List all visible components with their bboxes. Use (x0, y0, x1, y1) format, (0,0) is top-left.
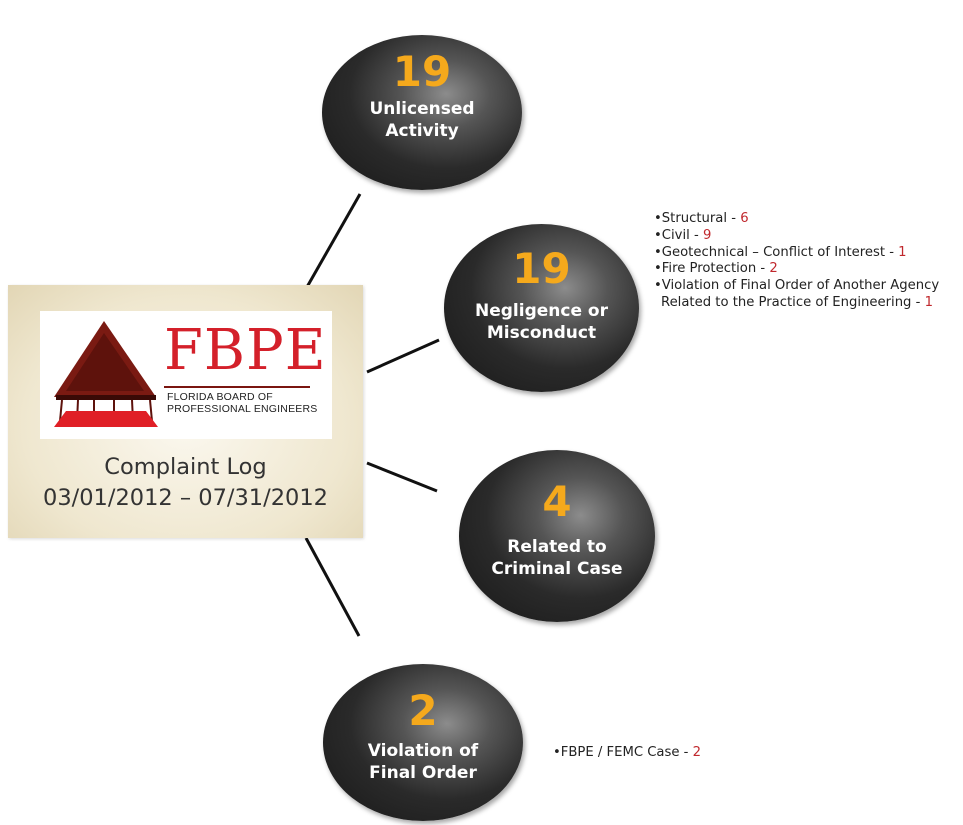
count-violation-final-order: 2 (408, 686, 438, 735)
logo-subtitle-line1: FLORIDA BOARD OF (167, 391, 273, 403)
count-negligence-misconduct: 19 (512, 244, 571, 293)
connector-unlicensed (305, 193, 362, 288)
label-unlicensed-line1: Unlicensed (369, 99, 475, 119)
list-item: •Structural - 6 (654, 211, 749, 226)
negligence-breakdown-list: •Structural - 6 •Civil - 9 •Geotechnical… (654, 211, 956, 312)
bubble-unlicensed-activity: 19 Unlicensed Activity (322, 35, 522, 190)
item-text: Geotechnical – Conflict of Interest - (661, 244, 899, 260)
logo-rule-top (164, 386, 310, 388)
bubble-negligence-misconduct: 19 Negligence or Misconduct (444, 224, 639, 392)
item-count: 6 (740, 211, 749, 226)
bubble-criminal-case: 4 Related to Criminal Case (459, 450, 655, 622)
item-text: Fire Protection - (661, 261, 770, 277)
list-item: •Violation of Final Order of Another Age… (654, 278, 940, 310)
item-count: 1 (924, 294, 933, 310)
complaint-log-box: FBPE FLORIDA BOARD OF PROFESSIONAL ENGIN… (8, 285, 363, 538)
label-negligence-line1: Negligence or (475, 301, 608, 321)
item-count: 1 (898, 244, 907, 260)
logo-wordmark: FBPE (164, 318, 327, 383)
count-unlicensed-activity: 19 (392, 47, 452, 96)
list-item: •Civil - 9 (654, 227, 712, 243)
bubble-violation-final-order: 2 Violation of Final Order (323, 664, 523, 821)
label-negligence-line2: Misconduct (486, 323, 597, 343)
label-criminal-line1: Related to (507, 537, 607, 557)
label-criminal-line2: Criminal Case (491, 559, 623, 579)
item-count: 9 (702, 227, 712, 243)
item-count: 2 (692, 745, 702, 760)
item-text: Violation of Final Order of Another Agen… (661, 278, 940, 310)
complaint-log-title: Complaint Log (104, 454, 267, 480)
list-item: •Fire Protection - 2 (654, 261, 778, 277)
list-item: •FBPE / FEMC Case - 2 (553, 745, 702, 760)
label-unlicensed-line2: Activity (385, 121, 459, 141)
complaint-log-range: 03/01/2012 – 07/31/2012 (43, 485, 328, 511)
label-final-order-line2: Final Order (369, 763, 477, 783)
connector-negligence (366, 338, 440, 374)
count-criminal-case: 4 (542, 477, 572, 526)
final-order-breakdown-list: •FBPE / FEMC Case - 2 (553, 745, 773, 762)
item-text: FBPE / FEMC Case - (560, 745, 693, 760)
connector-criminal (366, 461, 438, 493)
connector-final-order (304, 537, 361, 637)
pavilion-icon (54, 321, 158, 427)
list-item: •Geotechnical – Conflict of Interest - 1 (654, 244, 907, 260)
item-count: 2 (769, 261, 778, 277)
item-text: Civil - (661, 227, 703, 243)
label-final-order-line1: Violation of (367, 741, 479, 761)
fbpe-logo: FBPE FLORIDA BOARD OF PROFESSIONAL ENGIN… (40, 311, 332, 439)
item-text: Structural - (661, 211, 741, 226)
logo-subtitle-line2: PROFESSIONAL ENGINEERS (167, 403, 318, 415)
